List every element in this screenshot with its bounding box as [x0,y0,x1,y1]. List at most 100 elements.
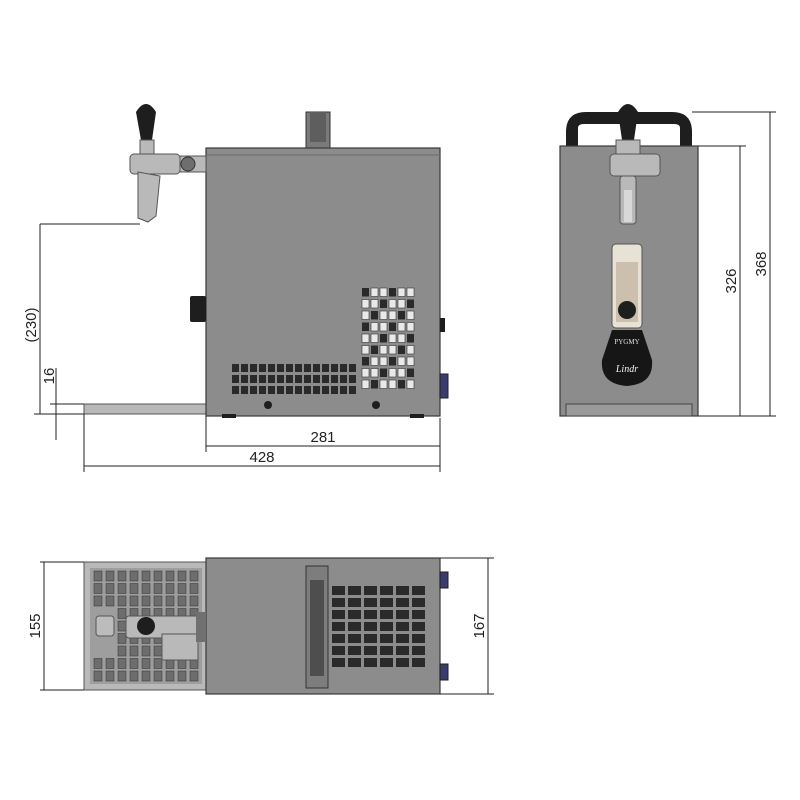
tray-slot [165,570,175,582]
vent-hole [388,299,397,309]
vent-hole [268,375,275,383]
vent-hole [397,287,406,297]
vent-hole [397,368,406,378]
vent-hole [370,333,379,343]
top-tap [125,612,206,661]
tray-slot [189,570,199,582]
vent-hole [277,386,284,394]
vent-hole [364,586,377,595]
vent-hole [364,598,377,607]
vent-hole [412,646,425,655]
tray-slot [93,583,103,594]
tray-slot [153,658,163,669]
tray-slot-grid [93,570,199,682]
vent-hole [396,598,409,607]
vent-hole [304,364,311,372]
vent-hole [361,379,370,389]
rear-connector [439,373,449,399]
tray-slot [105,595,115,607]
vent-hole [241,386,248,394]
tray-slot [117,620,127,632]
vent-hole [379,356,388,366]
vent-hole [388,345,397,355]
top-view: 155 167 [27,557,494,695]
vent-hole [388,333,397,343]
vent-hole [348,622,361,631]
tray-slot [93,595,103,607]
vent-hole [277,375,284,383]
vent-hole [396,646,409,655]
tray-slot [93,670,103,682]
vent-hole [268,386,275,394]
vent-hole [380,646,393,655]
vent-hole [412,586,425,595]
vent-hole [379,379,388,389]
tray-slot [153,645,163,657]
tray-slot [117,608,127,619]
vent-hole [322,364,329,372]
vent-hole [389,357,396,366]
vent-hole [332,610,345,619]
front-handle [566,112,692,146]
vent-hole [361,333,370,343]
tray-slot [117,583,127,594]
vent-hole [364,658,377,667]
vent-hole [340,364,347,372]
tray-slot [129,670,139,682]
dim-body-depth: 281 [310,429,335,446]
vent-hole [412,634,425,643]
vent-hole [398,380,405,389]
side-drip-tray [83,403,211,415]
tray-slot [141,658,151,669]
vent-hole [397,322,406,332]
vent-hole [349,364,356,372]
vent-hole [250,364,257,372]
vent-hole [396,658,409,667]
vent-hole [277,364,284,372]
front-view: PYGMY Lindr 326 368 [559,104,776,417]
vent-hole [379,345,388,355]
vent-hole [286,375,293,383]
side-view: (230) 16 281 428 [23,104,449,472]
vent-hole [397,333,406,343]
tray-slot [165,670,175,682]
tray-slot [177,595,187,607]
vent-hole [371,380,378,389]
dim-drip-tray-height: 16 [41,368,58,385]
vent-hole [361,310,370,320]
vent-hole [379,322,388,332]
tray-slot [141,645,151,657]
vent-hole [361,299,370,309]
vent-hole [364,622,377,631]
vent-hole [406,345,415,355]
vent-hole [371,311,378,320]
vent-hole [364,646,377,655]
model-label: PYGMY [614,338,639,346]
tray-slot [129,658,139,669]
tray-slot [141,595,151,607]
vent-hole [348,610,361,619]
vent-hole [259,364,266,372]
vent-hole [313,375,320,383]
vent-hole [380,610,393,619]
dim-tap-height: (230) [23,307,40,342]
tray-slot [117,670,127,682]
vent-hole [370,368,379,378]
vent-hole [331,364,338,372]
vent-hole [389,288,396,297]
vent-hole [397,356,406,366]
vent-hole [348,598,361,607]
vent-hole [380,598,393,607]
vent-hole [332,586,345,595]
tray-slot [105,658,115,669]
vent-hole [412,610,425,619]
vent-hole [348,586,361,595]
tray-slot [153,595,163,607]
dim-body-width: 167 [471,613,488,638]
vent-hole [380,634,393,643]
vent-hole [331,375,338,383]
tray-slot [153,570,163,582]
vent-hole [406,310,415,320]
vent-hole [388,368,397,378]
